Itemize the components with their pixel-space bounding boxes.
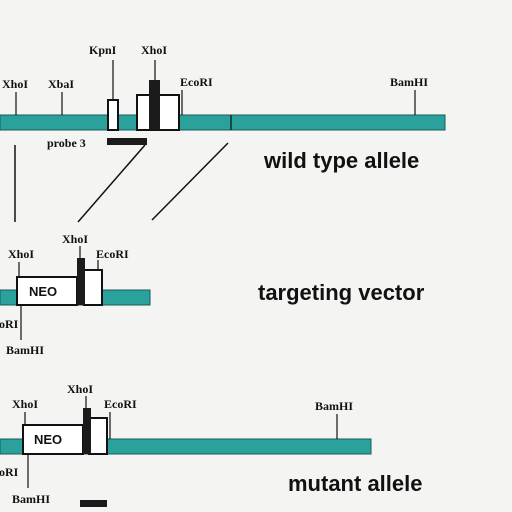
- homology-line-mid: [77, 144, 146, 223]
- vector-xhoi-top-label: XhoI: [62, 232, 88, 246]
- wild-type-kpni-box: [107, 99, 119, 131]
- wild-type-title: wild type allele: [263, 148, 419, 173]
- probe-3-label: probe 3: [47, 136, 86, 150]
- mutant-xhoi-left-label: XhoI: [12, 397, 38, 411]
- vector-bamhi-label: BamHI: [6, 343, 44, 357]
- wild-type-xhoi-left-label: XhoI: [2, 77, 28, 91]
- vector-neo-label: NEO: [29, 284, 57, 299]
- mutant-bamhi-label: BamHI: [12, 492, 50, 506]
- wild-type-ecori-label: EcoRI: [180, 75, 213, 89]
- mutant-neo-box: [22, 424, 84, 455]
- wild-type-chromosome: [0, 114, 446, 131]
- vector-exon-dark: [77, 258, 85, 305]
- mutant-exon-dark: [83, 408, 91, 454]
- mutant-ecori-label: EcoRI: [104, 397, 137, 411]
- vector-ecori-cut-label: oRI: [0, 317, 19, 331]
- vector-exon-box: [83, 269, 103, 306]
- mutant-neo-label: NEO: [34, 432, 62, 447]
- mutant-exon-box: [88, 417, 108, 455]
- wild-type-xbai-label: XbaI: [48, 77, 74, 91]
- wild-type-bamhi-label: BamHI: [390, 75, 428, 89]
- wild-type-exon-dark: [149, 80, 160, 130]
- mutant-xhoi-top-label: XhoI: [67, 382, 93, 396]
- vector-ecori-label: EcoRI: [96, 247, 129, 261]
- mutant-allele: NEO XhoI XhoI EcoRI BamHI oRI BamHI muta…: [0, 382, 422, 507]
- probe-3-bar: [107, 138, 147, 145]
- targeting-vector-title: targeting vector: [258, 280, 425, 305]
- mutant-ecori-cut-label: oRI: [0, 465, 19, 479]
- homology-lines: [14, 142, 229, 223]
- mutant-title: mutant allele: [288, 471, 422, 496]
- wild-type-kpni-label: KpnI: [89, 43, 117, 57]
- vector-xhoi-left-label: XhoI: [8, 247, 34, 261]
- homology-line-right: [151, 142, 229, 221]
- mutant-bamhi-right-label: BamHI: [315, 399, 353, 413]
- mutant-probe-bar: [80, 500, 107, 507]
- targeting-vector: NEO XhoI XhoI EcoRI oRI BamHI targeting …: [0, 232, 425, 357]
- wild-type-xhoi-mid-label: XhoI: [141, 43, 167, 57]
- wild-type-allele: XhoI XbaI KpnI XhoI EcoRI BamHI probe 3 …: [0, 43, 446, 173]
